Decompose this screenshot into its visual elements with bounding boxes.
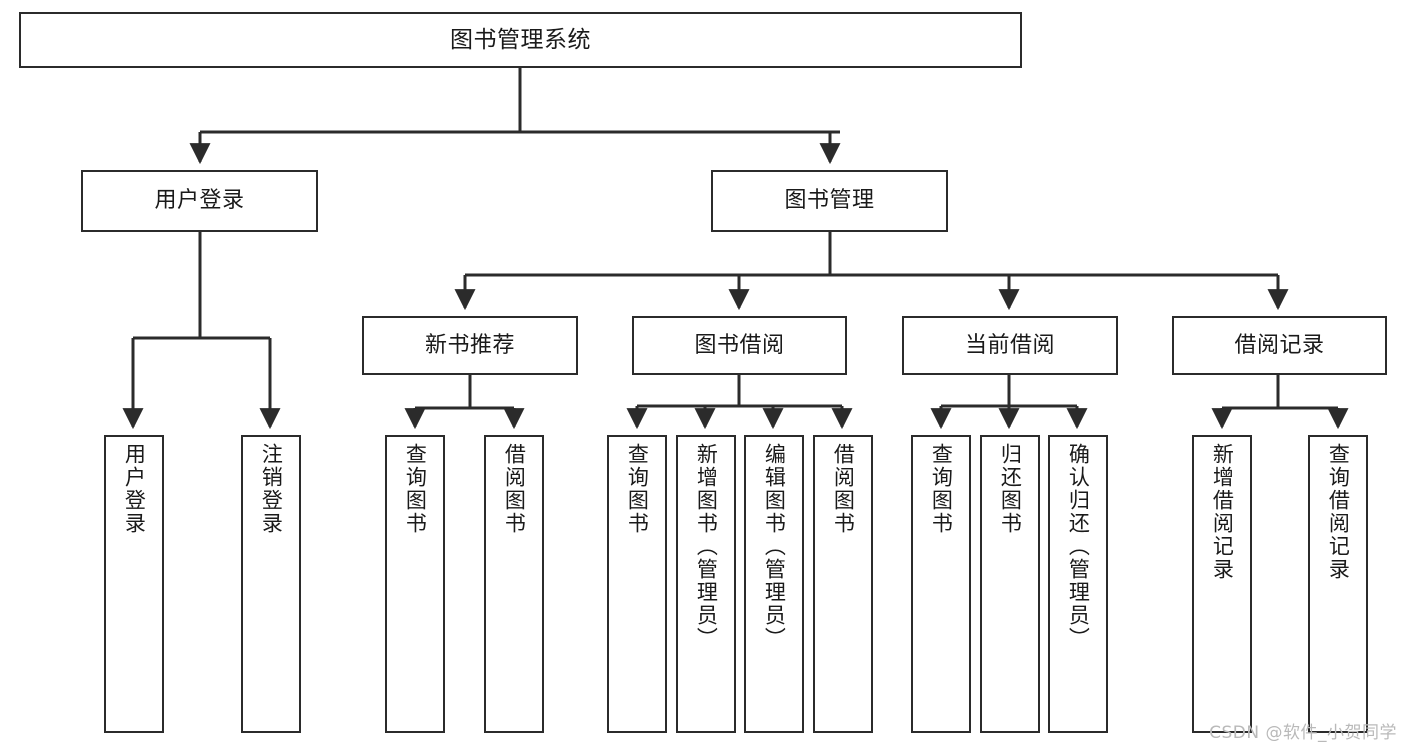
node-label: 借阅图书 xyxy=(502,443,527,535)
node-label: 确认归还（管理员） xyxy=(1066,443,1091,650)
node-current-borrow[interactable]: 当前借阅 xyxy=(902,316,1118,375)
node-leaf-edit-book-admin[interactable]: 编辑图书（管理员） xyxy=(744,435,804,733)
node-label: 归还图书 xyxy=(998,443,1023,535)
node-label: 借阅记录 xyxy=(1234,332,1325,358)
node-label: 查询图书 xyxy=(929,443,954,535)
node-label: 图书借阅 xyxy=(694,332,785,358)
node-leaf-add-borrow-record[interactable]: 新增借阅记录 xyxy=(1192,435,1252,733)
node-user-login[interactable]: 用户登录 xyxy=(81,170,318,232)
node-new-book-recommend[interactable]: 新书推荐 xyxy=(362,316,578,375)
node-book-management[interactable]: 图书管理 xyxy=(711,170,948,232)
node-label: 新增借阅记录 xyxy=(1210,443,1235,581)
node-label: 图书管理 xyxy=(784,188,875,214)
node-leaf-return-book[interactable]: 归还图书 xyxy=(980,435,1040,733)
node-leaf-confirm-return-admin[interactable]: 确认归还（管理员） xyxy=(1048,435,1108,733)
node-label: 图书管理系统 xyxy=(450,26,591,53)
node-leaf-logout-login[interactable]: 注销登录 xyxy=(241,435,301,733)
node-leaf-borrow-book-2[interactable]: 借阅图书 xyxy=(813,435,873,733)
node-borrow-record[interactable]: 借阅记录 xyxy=(1172,316,1387,375)
node-label: 查询图书 xyxy=(625,443,650,535)
node-label: 注销登录 xyxy=(259,443,284,535)
node-leaf-query-book-2[interactable]: 查询图书 xyxy=(607,435,667,733)
node-leaf-add-book-admin[interactable]: 新增图书（管理员） xyxy=(676,435,736,733)
node-label: 新增图书（管理员） xyxy=(694,443,719,650)
node-label: 当前借阅 xyxy=(964,332,1055,358)
csdn-watermark: CSDN @软件_小贺同学 xyxy=(1209,723,1397,743)
node-label: 用户登录 xyxy=(122,443,147,535)
node-leaf-query-book-3[interactable]: 查询图书 xyxy=(911,435,971,733)
node-label: 用户登录 xyxy=(154,188,245,214)
node-label: 查询图书 xyxy=(403,443,428,535)
node-root-book-management-system[interactable]: 图书管理系统 xyxy=(19,12,1022,68)
node-label: 借阅图书 xyxy=(831,443,856,535)
node-leaf-user-login[interactable]: 用户登录 xyxy=(104,435,164,733)
node-label: 编辑图书（管理员） xyxy=(762,443,787,650)
node-leaf-borrow-book-1[interactable]: 借阅图书 xyxy=(484,435,544,733)
node-label: 查询借阅记录 xyxy=(1326,443,1351,581)
node-book-borrow[interactable]: 图书借阅 xyxy=(632,316,847,375)
node-label: 新书推荐 xyxy=(424,332,515,358)
node-leaf-query-book-1[interactable]: 查询图书 xyxy=(385,435,445,733)
node-leaf-query-borrow-record[interactable]: 查询借阅记录 xyxy=(1308,435,1368,733)
